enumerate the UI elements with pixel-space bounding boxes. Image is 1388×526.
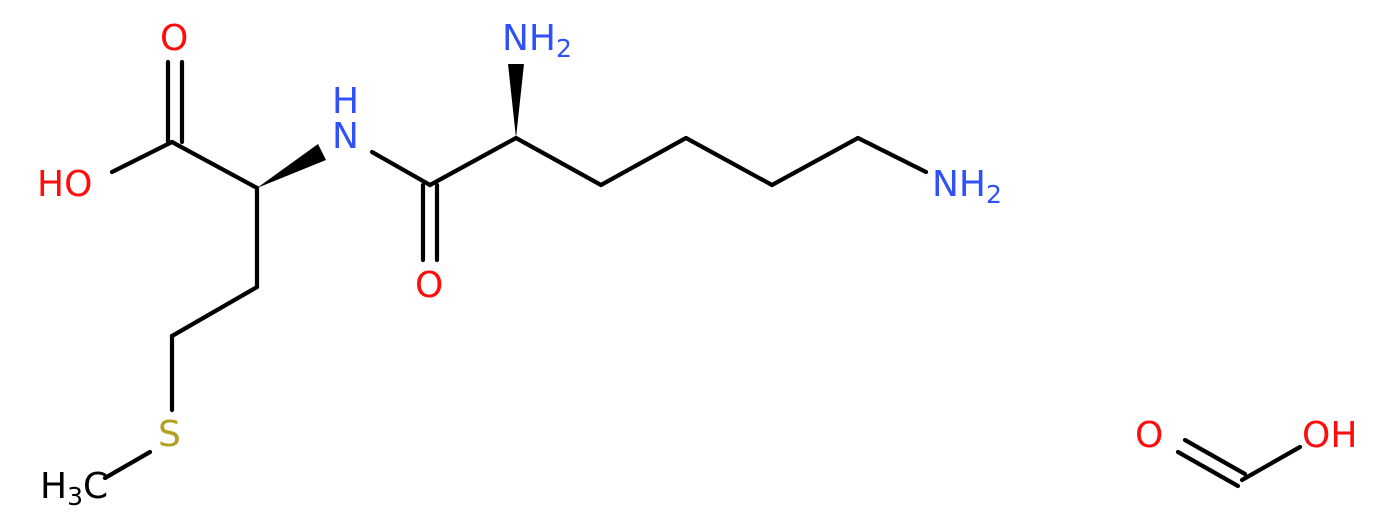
atom-ch3-c: C <box>83 466 108 507</box>
wedge-bond-icon <box>257 144 326 188</box>
atom-nh2-epsilon-main: NH <box>932 164 986 205</box>
atom-ch3-sub: 3 <box>67 482 83 511</box>
atom-o-formic: O <box>1135 415 1163 456</box>
atom-h-amide: H <box>332 81 359 122</box>
atom-nh2-epsilon: NH2 <box>932 164 1002 209</box>
bond-camide-clysalpha <box>427 135 519 188</box>
bond-lys-2 <box>598 135 689 188</box>
bond-lys-5 <box>855 135 929 175</box>
atom-o-amide: O <box>415 265 443 306</box>
atom-nh2-alpha: NH2 <box>502 18 572 63</box>
atom-s: S <box>158 414 181 455</box>
atom-n-amide: N <box>332 116 359 157</box>
atom-oh-formic: OH <box>1302 415 1357 456</box>
atom-nh2-epsilon-sub: 2 <box>986 180 1002 209</box>
bond-lys-4 <box>769 135 861 188</box>
wedge-bond-icon <box>508 64 524 138</box>
atom-ch3-h: H <box>40 466 67 507</box>
bond-lys-1 <box>513 135 604 188</box>
atom-nh2-alpha-main: NH <box>502 18 556 59</box>
bond-c1-oh <box>109 139 175 175</box>
bond-cbeta-cgamma <box>169 284 260 339</box>
bond-s-ch3 <box>102 449 153 481</box>
bond-formic-co-a <box>1175 449 1241 489</box>
bond-formic-coh <box>1239 444 1303 483</box>
atom-oh-carboxyl: HO <box>37 164 92 205</box>
atom-o-carbonyl: O <box>160 18 188 59</box>
bond-formic-co-b <box>1182 437 1248 477</box>
atom-ch3: H3C <box>40 466 108 511</box>
bond-n-camide <box>369 149 433 188</box>
bond-lys-3 <box>683 135 775 188</box>
atom-nh2-alpha-sub: 2 <box>556 34 572 63</box>
bond-c1-calpha <box>169 139 260 191</box>
